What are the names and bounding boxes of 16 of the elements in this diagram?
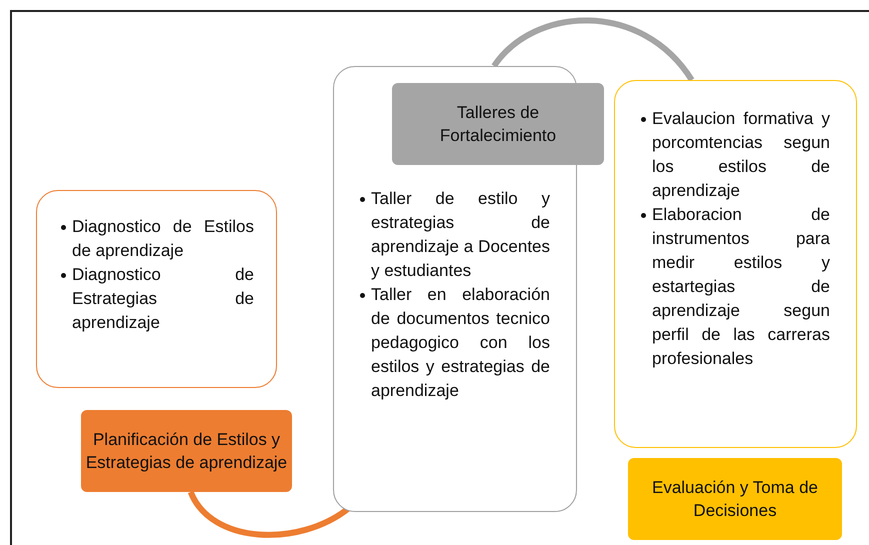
content-card [614, 80, 857, 448]
bullet-text: Diagnostico de Estilos de aprendizaje [61, 215, 254, 263]
stage-label-box [392, 83, 604, 165]
bullet-text: Taller de estilo y estrategias de aprendizaje a Docentes y estudiantes [360, 187, 550, 283]
bullet-text: Elaboracion de instrumentos para medir estilos y estartegias de aprendizaje segun perfil de las carreras profesionales [641, 203, 830, 371]
stage-label-box [81, 410, 292, 492]
stage-title: Talleres de Fortalecimiento [440, 102, 556, 147]
bullet-text: Taller en elaboración de documentos tecnico pedagogico con los estilos y estrategias de aprendizaje [360, 283, 550, 403]
stage-label-box [628, 458, 842, 540]
stage-title: Planificación de Estilos y Estrategias de aprendizaje [85, 429, 288, 474]
stage-title: Evaluación y Toma de Decisiones [650, 477, 819, 522]
bullet-text: Diagnostico de Estrategias de aprendizaje [61, 263, 254, 335]
connector-arc [188, 490, 351, 538]
content-card [36, 190, 277, 388]
connector-arc [492, 18, 694, 82]
bullet-text: Evalaucion formativa y porcomtencias segun los estilos de aprendizaje [641, 107, 830, 203]
